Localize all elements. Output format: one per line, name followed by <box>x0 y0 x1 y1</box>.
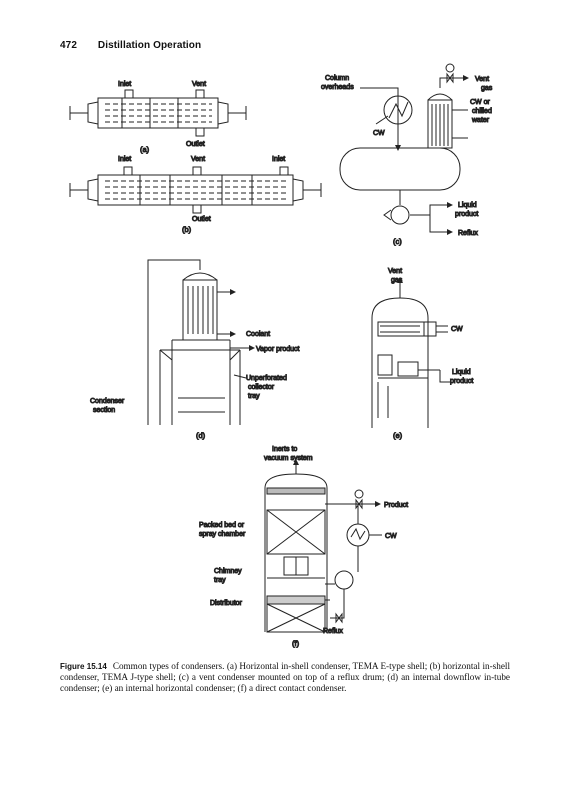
panel-d-vapor-product-label: Vapor product <box>256 346 300 353</box>
running-title: Distillation Operation <box>97 40 202 51</box>
panel-d-id: (d) <box>196 431 206 440</box>
panel-c-vent-condenser: Column overheads CW Vent gas CW or chill… <box>321 63 493 247</box>
panel-e-liquid-1: Liquid <box>452 369 471 376</box>
panel-d-collector-2: collector <box>248 384 275 391</box>
panel-b-id: (b) <box>182 225 192 234</box>
condensers-figure: Inlet Vent Outlet (a) Inlet Vent Inlet O… <box>69 63 493 649</box>
panel-c-cw-chilled-2: chilled <box>472 108 492 115</box>
panel-c-column-overheads-2: overheads <box>321 84 354 91</box>
panel-f-chimney-1: Chimney <box>214 568 242 575</box>
panel-c-column-overheads-1: Column <box>325 75 349 82</box>
panel-e-vent-1: Vent <box>388 268 402 275</box>
panel-f-inerts-2: vacuum system <box>264 455 313 462</box>
panel-e-internal-horizontal: Vent gas CW Liquid product (e) <box>371 268 474 441</box>
panel-c-liquid-1: Liquid <box>458 202 477 209</box>
panel-f-reflux-label: Reflux <box>323 628 343 635</box>
panel-e-id: (e) <box>393 431 403 440</box>
panel-d-condenser-2: section <box>93 407 115 414</box>
panel-f-packed-1: Packed bed or <box>199 522 245 529</box>
panel-c-vent-2: gas <box>481 85 493 92</box>
panel-d-internal-downflow: Coolant Vapor product Unperforated colle… <box>90 259 300 441</box>
panel-b-outlet-label: Outlet <box>192 216 211 223</box>
panel-a-horizontal-e-shell: Inlet Vent Outlet (a) <box>69 81 247 155</box>
panel-d-collector-3: tray <box>248 393 260 400</box>
figure-number: Figure 15.14 <box>60 662 107 671</box>
panel-c-cw-label: CW <box>373 130 385 137</box>
panel-f-cw-label: CW <box>385 533 397 540</box>
panel-f-distributor-label: Distributor <box>210 600 243 607</box>
panel-f-inerts-1: Inerts to <box>272 446 297 453</box>
panel-c-reflux-label: Reflux <box>458 230 478 237</box>
panel-b-vent-label: Vent <box>191 156 205 163</box>
panel-f-direct-contact: Inerts to vacuum system Product Packed b… <box>199 446 409 649</box>
panel-a-vent-label: Vent <box>192 81 206 88</box>
panel-e-vent-2: gas <box>391 277 403 284</box>
panel-f-chimney-2: tray <box>214 577 226 584</box>
panel-a-outlet-label: Outlet <box>186 141 205 148</box>
panel-d-condenser-1: Condenser <box>90 398 125 405</box>
page-number: 472 <box>60 40 77 51</box>
page-header: 472 Distillation Operation <box>60 40 201 51</box>
panel-d-collector-1: Unperforated <box>246 375 287 382</box>
panel-f-packed-2: spray chamber <box>199 531 246 538</box>
panel-c-id: (c) <box>393 237 402 246</box>
panel-b-inlet-left-label: Inlet <box>118 156 131 163</box>
panel-c-vent-1: Vent <box>475 76 489 83</box>
panel-e-liquid-2: product <box>450 378 473 385</box>
panel-c-liquid-2: product <box>455 211 478 218</box>
panel-a-inlet-label: Inlet <box>118 81 131 88</box>
panel-f-product-label: Product <box>384 502 408 509</box>
panel-e-cw-label: CW <box>451 326 463 333</box>
panel-c-cw-chilled-1: CW or <box>470 99 491 106</box>
panel-d-coolant-label: Coolant <box>246 331 270 338</box>
panel-b-inlet-right-label: Inlet <box>272 156 285 163</box>
panel-c-cw-chilled-3: water <box>471 117 490 124</box>
panel-a-id: (a) <box>140 145 150 154</box>
panel-f-id: (f) <box>292 639 300 648</box>
caption-text: Common types of condensers. (a) Horizont… <box>60 661 510 693</box>
panel-b-horizontal-j-shell: Inlet Vent Inlet Outlet (b) <box>69 156 322 235</box>
